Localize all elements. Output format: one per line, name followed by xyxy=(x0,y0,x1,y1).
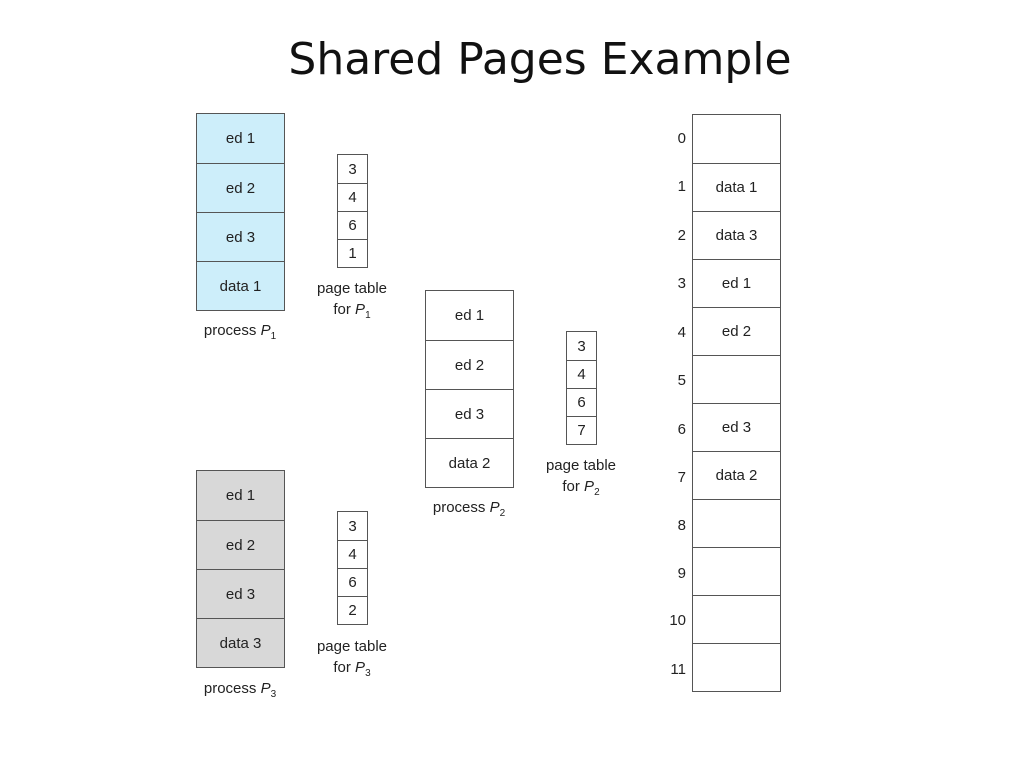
frame-number: 4 xyxy=(677,324,686,341)
frame-number: 0 xyxy=(677,130,686,147)
process-p1-pages: ed 1 ed 2 ed 3 data 1 xyxy=(196,113,285,311)
page-table-entry: 4 xyxy=(338,183,367,211)
memory-frame: data 3 xyxy=(693,211,780,259)
page-table-p2-label: page table for P2 xyxy=(545,457,617,498)
process-p2-page: data 2 xyxy=(426,438,513,487)
page-table-entry: 4 xyxy=(338,540,367,568)
memory-frame: ed 1 xyxy=(693,259,780,307)
frame-number: 3 xyxy=(677,275,686,292)
process-p1-page: ed 1 xyxy=(197,114,284,163)
process-p3-pages: ed 1 ed 2 ed 3 data 3 xyxy=(196,470,285,668)
page-table-entry: 6 xyxy=(338,211,367,239)
frame-number: 10 xyxy=(669,612,686,629)
process-p2-pages: ed 1 ed 2 ed 3 data 2 xyxy=(425,290,514,488)
frame-number: 1 xyxy=(677,178,686,195)
memory-frame xyxy=(693,499,780,547)
process-p1-page: ed 2 xyxy=(197,163,284,212)
page-table-entry: 3 xyxy=(338,155,367,183)
frame-number: 11 xyxy=(670,661,686,678)
page-table-entry: 3 xyxy=(338,512,367,540)
process-p3-page: ed 3 xyxy=(197,569,284,618)
page-table-p2: 3 4 6 7 xyxy=(566,331,597,445)
page-table-p3: 3 4 6 2 xyxy=(337,511,368,625)
memory-frame xyxy=(693,547,780,595)
memory-frame xyxy=(693,115,780,163)
memory-frame: ed 2 xyxy=(693,307,780,355)
process-p3-page: ed 1 xyxy=(197,471,284,520)
memory-frame: data 1 xyxy=(693,163,780,211)
page-table-p3-label: page table for P3 xyxy=(316,638,388,679)
page-table-entry: 1 xyxy=(338,239,367,267)
memory-frame xyxy=(693,643,780,691)
process-p1-page: data 1 xyxy=(197,261,284,310)
page-table-entry: 6 xyxy=(338,568,367,596)
frame-number: 2 xyxy=(677,227,686,244)
frame-number: 7 xyxy=(677,469,686,486)
process-p1-page: ed 3 xyxy=(197,212,284,261)
process-p2-page: ed 3 xyxy=(426,389,513,438)
process-p2-page: ed 2 xyxy=(426,340,513,389)
frame-number: 9 xyxy=(677,565,686,582)
process-p2-page: ed 1 xyxy=(426,291,513,340)
page-table-p1: 3 4 6 1 xyxy=(337,154,368,268)
page-table-p1-label: page table for P1 xyxy=(316,280,388,321)
process-p2-label: process P2 xyxy=(432,499,506,519)
slide-title: Shared Pages Example xyxy=(288,34,792,85)
process-p3-page: ed 2 xyxy=(197,520,284,569)
page-table-entry: 7 xyxy=(567,416,596,444)
page-table-entry: 3 xyxy=(567,332,596,360)
frame-number: 8 xyxy=(677,517,686,534)
page-table-entry: 4 xyxy=(567,360,596,388)
process-p3-page: data 3 xyxy=(197,618,284,667)
process-p3-label: process P3 xyxy=(203,680,277,700)
frame-number: 5 xyxy=(677,372,686,389)
memory-frame: ed 3 xyxy=(693,403,780,451)
physical-memory: data 1 data 3 ed 1 ed 2 ed 3 data 2 xyxy=(692,114,781,692)
process-p1-label: process P1 xyxy=(203,322,277,342)
frame-number: 6 xyxy=(677,421,686,438)
memory-frame xyxy=(693,355,780,403)
page-table-entry: 2 xyxy=(338,596,367,624)
memory-frame: data 2 xyxy=(693,451,780,499)
page-table-entry: 6 xyxy=(567,388,596,416)
memory-frame xyxy=(693,595,780,643)
